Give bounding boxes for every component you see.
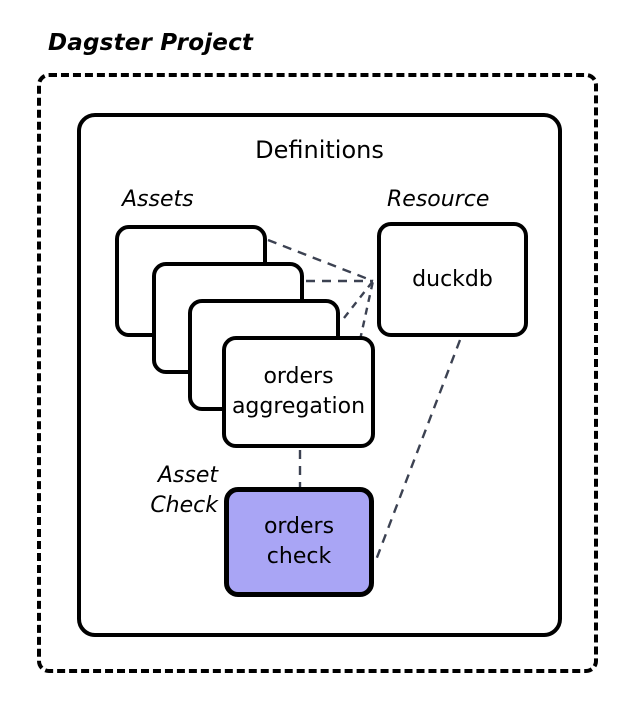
asset-check-label-line-2: Check bbox=[150, 493, 218, 518]
assets-section-label: Assets bbox=[122, 187, 194, 212]
asset-check-node-orders-check[interactable]: orders check bbox=[224, 487, 374, 597]
project-label: Dagster Project bbox=[48, 30, 254, 56]
duckdb-label: duckdb bbox=[412, 266, 493, 292]
asset-check-label-line-1: Asset bbox=[157, 463, 218, 488]
definitions-title: Definitions bbox=[255, 136, 384, 164]
asset-check-section-label: Asset Check bbox=[118, 461, 218, 521]
orders-aggregation-line-1: orders bbox=[263, 364, 334, 389]
orders-check-line-1: orders bbox=[263, 514, 335, 539]
resource-section-label: Resource bbox=[387, 187, 490, 212]
orders-aggregation-line-2: aggregation bbox=[231, 394, 366, 419]
project-dashed-frame bbox=[37, 73, 598, 673]
resource-node-duckdb[interactable]: duckdb bbox=[377, 222, 528, 337]
orders-check-line-2: check bbox=[266, 544, 332, 569]
asset-node-orders-aggregation[interactable]: orders aggregation bbox=[222, 336, 375, 448]
